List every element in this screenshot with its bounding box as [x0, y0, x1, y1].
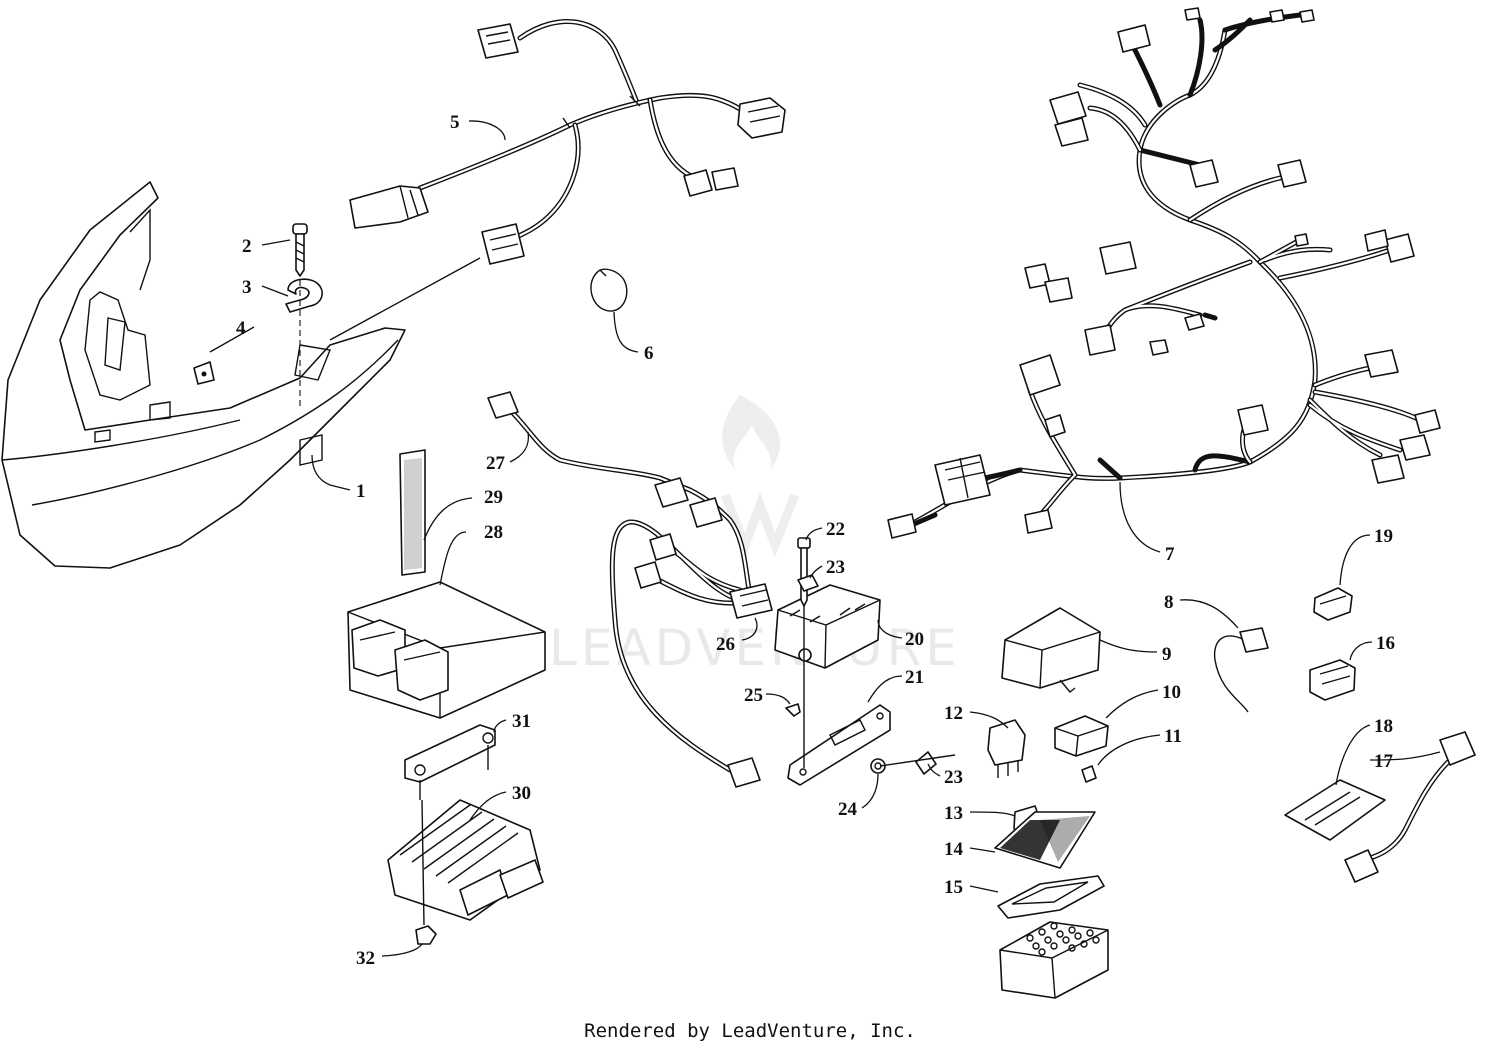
relay-cover: [1054, 715, 1109, 757]
washer-23b: [915, 751, 937, 775]
callout-6: 6: [644, 343, 654, 364]
callout-8: 8: [1164, 592, 1174, 613]
regulator-bracket: [404, 724, 496, 800]
relay: [987, 719, 1026, 778]
callout-30: 30: [512, 783, 531, 804]
callout-10: 10: [1162, 682, 1181, 703]
ecu: [347, 581, 546, 719]
callout-28: 28: [484, 522, 503, 543]
callout-13: 13: [944, 803, 963, 824]
callout-18: 18: [1374, 716, 1393, 737]
callout-17: 17: [1374, 751, 1394, 772]
callout-24: 24: [838, 799, 858, 820]
callout-9: 9: [1162, 644, 1172, 665]
callout-15: 15: [944, 877, 963, 898]
callout-1: 1: [356, 481, 366, 502]
screw: [292, 223, 308, 277]
sub-harness: [487, 391, 773, 788]
watermark-text: LEADVENTURE: [549, 619, 961, 677]
bracket: [787, 704, 891, 786]
fuse-label: [994, 811, 1096, 869]
bulb-lead: [1213, 627, 1269, 713]
bolt: [797, 537, 811, 607]
callout-5: 5: [450, 112, 460, 133]
callout-11: 11: [1164, 726, 1182, 747]
clamp: [285, 278, 323, 313]
callout-19: 19: [1374, 526, 1393, 547]
band: [590, 268, 628, 312]
callout-25: 25: [744, 685, 763, 706]
foam-strip: [399, 449, 426, 576]
callout-7: 7: [1165, 544, 1175, 565]
headlight-harness: [349, 18, 786, 265]
gasket: [997, 875, 1105, 919]
callout-20: 20: [905, 629, 924, 650]
control-module: [774, 584, 881, 669]
decal: [1284, 779, 1386, 841]
fuse-block: [999, 921, 1109, 999]
headlight-fairing: [1, 181, 406, 569]
callout-12: 12: [944, 703, 963, 724]
main-harness: [887, 7, 1441, 539]
nut-32: [415, 925, 437, 945]
leader-lines: [209, 120, 1441, 957]
callout-32: 32: [356, 948, 375, 969]
callout-22: 22: [826, 519, 845, 540]
fuse-box-cover: [1001, 607, 1101, 693]
callout-27: 27: [486, 453, 506, 474]
callout-16: 16: [1376, 633, 1395, 654]
callout-26: 26: [716, 634, 735, 655]
callout-3: 3: [242, 277, 252, 298]
callout-23-bottom: 23: [944, 767, 963, 788]
callout-labels: 1 2 3 4 5 6 7 8 9 10 11 12 13 14 15 16 1…: [236, 112, 1395, 969]
connector-19: [1313, 587, 1353, 621]
callout-23-top: 23: [826, 557, 845, 578]
callout-29: 29: [484, 487, 503, 508]
washer-23: [797, 574, 819, 592]
extension-lead: [1344, 731, 1476, 883]
voltage-regulator: [387, 799, 544, 921]
callout-31: 31: [512, 711, 531, 732]
clip: [193, 361, 215, 385]
connector-16: [1309, 659, 1356, 701]
callout-21: 21: [905, 667, 924, 688]
callout-4: 4: [236, 318, 246, 339]
callout-14: 14: [944, 839, 964, 860]
callout-2: 2: [242, 236, 252, 257]
fuse: [1081, 765, 1097, 783]
screw-25: [785, 703, 801, 717]
credit-line: Rendered by LeadVenture, Inc.: [584, 1020, 916, 1042]
